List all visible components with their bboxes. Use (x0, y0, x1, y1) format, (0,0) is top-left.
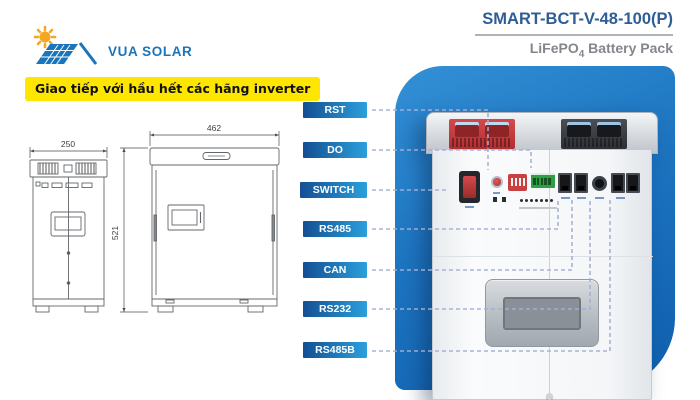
port-label-rs485b: RS485B (303, 342, 367, 358)
battery-top-cap (426, 112, 658, 154)
brand-logo: VUA SOLAR (28, 24, 192, 68)
led-indicator (502, 197, 506, 202)
technical-drawings: 250 462 521 (29, 123, 280, 313)
port-label-rs232: RS232 (303, 301, 367, 317)
dimension-side-width: 462 (207, 123, 221, 133)
led-dot (535, 199, 538, 202)
port-label-switch: SWITCH (300, 182, 367, 198)
display-panel (485, 279, 599, 347)
power-rocker-switch (459, 171, 480, 203)
dimension-height: 521 (110, 226, 120, 240)
port-label-can: CAN (303, 262, 367, 278)
negative-terminal-cover (561, 119, 627, 149)
port-caption-mark (465, 206, 474, 208)
body-seam-horizontal (433, 256, 653, 257)
led-dot (550, 199, 553, 202)
port-caption-mark (616, 197, 625, 199)
lcd-screen (503, 297, 581, 330)
port-caption-mark (595, 197, 604, 199)
solar-panel-icon (36, 42, 98, 66)
terminal-slot (485, 122, 509, 137)
reset-button (491, 176, 503, 188)
terminal-ribs (564, 138, 624, 147)
led-dot (530, 199, 533, 202)
led-underline (519, 207, 557, 209)
sun-icon (33, 25, 57, 49)
rs232-port (592, 176, 607, 191)
dimension-front-width: 250 (61, 139, 75, 149)
terminal-ribs (452, 138, 512, 147)
battery-front-face (432, 150, 653, 400)
subtitle-suffix: Battery Pack (584, 39, 673, 56)
port-caption-mark (493, 192, 500, 194)
led-indicator (493, 197, 497, 202)
port-caption-mark (561, 197, 570, 199)
solar-logo-icon (33, 25, 98, 66)
terminal-slot (597, 122, 621, 137)
positive-terminal-cover (449, 119, 515, 149)
product-model: SMART-BCT-V-48-100(P) (482, 10, 673, 28)
dimension-lines (29, 131, 280, 313)
terminal-slot (567, 122, 591, 137)
port-caption-mark (577, 197, 586, 199)
led-dot (540, 199, 543, 202)
dip-switch (508, 174, 527, 191)
led-dot (525, 199, 528, 202)
terminal-slot (455, 122, 479, 137)
can-port (574, 173, 588, 193)
port-label-rst: RST (303, 102, 367, 118)
feature-banner: Giao tiếp với hầu hết các hãng inverter (25, 77, 321, 101)
led-dot (520, 199, 523, 202)
side-view-drawing (149, 147, 280, 313)
title-divider (475, 34, 673, 36)
do-terminal-block (531, 173, 555, 188)
brand-name: VUA SOLAR (108, 43, 193, 59)
rocker-red-key (463, 176, 476, 198)
port-label-rs485: RS485 (303, 221, 367, 237)
rs485b-port-b (626, 173, 640, 193)
subtitle-prefix: LiFePO (529, 39, 579, 56)
subtitle-sub: 4 (578, 48, 585, 60)
battery-photo (426, 112, 658, 400)
front-screw (546, 393, 553, 400)
product-title-block: SMART-BCT-V-48-100(P) LiFePO4 Battery Pa… (463, 10, 673, 59)
product-subtitle: LiFePO4 Battery Pack (463, 40, 673, 60)
front-view-drawing (29, 159, 108, 313)
port-label-do: DO (303, 142, 367, 158)
led-dot (545, 199, 548, 202)
rs485b-port-a (611, 173, 625, 193)
rs485-port (558, 173, 572, 193)
